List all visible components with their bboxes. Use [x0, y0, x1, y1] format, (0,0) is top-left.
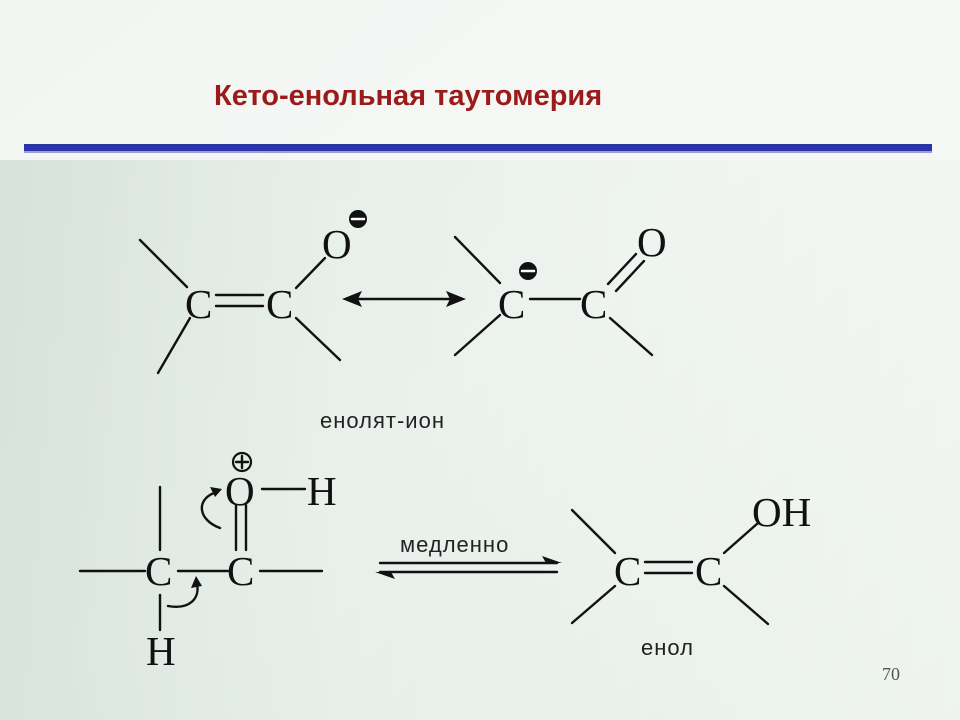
- atom-o: O: [637, 219, 667, 265]
- resonance-arrow: [342, 291, 466, 307]
- bond: [722, 521, 760, 555]
- electron-shift-arrow: [166, 576, 202, 608]
- bond: [570, 584, 617, 625]
- bond: [156, 316, 192, 375]
- slow-label: медленно: [400, 532, 509, 557]
- atom-c: C: [498, 281, 525, 327]
- negative-charge-icon: [349, 210, 367, 228]
- bond: [570, 508, 617, 555]
- bond: [294, 256, 327, 290]
- atom-c: C: [266, 281, 293, 327]
- equilibrium-arrows: [375, 556, 562, 579]
- double-bond: [606, 252, 638, 286]
- atom-c: C: [145, 548, 172, 594]
- atom-o: O: [225, 468, 255, 514]
- atom-h: H: [146, 628, 176, 674]
- enol-label: енол: [641, 635, 694, 660]
- bond: [138, 238, 189, 289]
- bond: [294, 316, 342, 362]
- negative-charge-icon: [519, 262, 537, 280]
- protonated-ketone-structure: C C O H H: [78, 451, 337, 674]
- enolate-structure-1: C C O: [138, 210, 367, 375]
- page-number: 70: [882, 664, 900, 684]
- electron-shift-arrow: [200, 487, 222, 530]
- bond: [608, 316, 654, 357]
- enolate-label: енолят-ион: [320, 408, 445, 433]
- atom-oh: OH: [752, 489, 811, 535]
- atom-c: C: [227, 548, 254, 594]
- bond: [453, 313, 502, 357]
- atom-c: C: [185, 281, 212, 327]
- slide-title: Кето-енольная таутомерия: [214, 80, 603, 112]
- atom-c: C: [580, 281, 607, 327]
- bond: [722, 584, 770, 626]
- atom-c: C: [695, 548, 722, 594]
- bond: [453, 235, 502, 285]
- atom-o: O: [322, 221, 352, 267]
- enolate-structure-2: C C O: [453, 219, 667, 357]
- atom-c: C: [614, 548, 641, 594]
- enol-structure: C C OH: [570, 489, 811, 626]
- atom-h: H: [307, 468, 337, 514]
- double-bond: [614, 259, 646, 293]
- positive-charge-icon: [231, 451, 253, 473]
